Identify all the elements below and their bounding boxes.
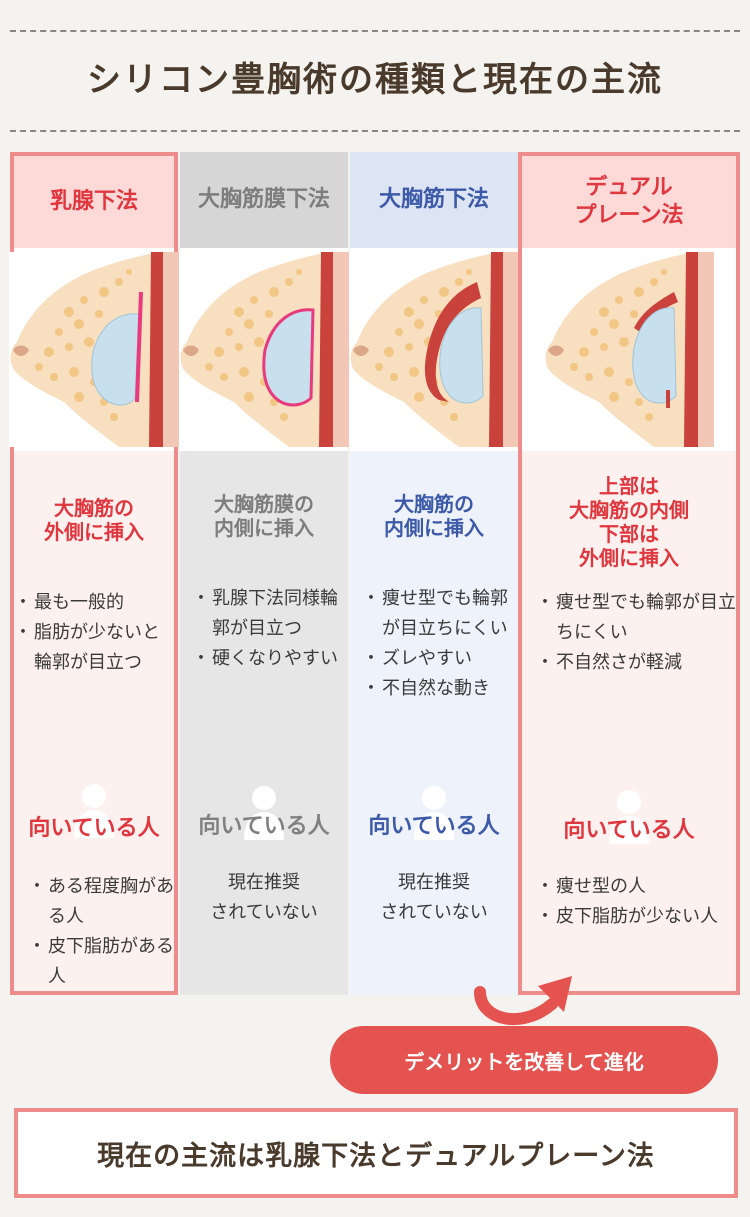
column-header: 大胸筋下法 bbox=[350, 152, 518, 248]
points-list: 乳腺下法同様輪郭が目立つ 硬くなりやすい bbox=[192, 584, 346, 674]
breast-illustration bbox=[522, 248, 736, 451]
points-list: 最も一般的 脂肪が少ないと輪郭が目立つ bbox=[14, 588, 174, 678]
placement-line: 外側に挿入 bbox=[579, 546, 679, 570]
breast-cross-section-icon bbox=[179, 252, 349, 447]
text-line: 現在推奨 bbox=[398, 872, 470, 893]
person-icon bbox=[609, 790, 649, 844]
person-icon bbox=[244, 786, 284, 840]
breast-cross-section-icon bbox=[544, 252, 714, 447]
column-mammary-gland-method: 乳腺下法 大胸筋の 外側に挿入 最も一般的 脂肪が少ないと輪郭が目立つ 向いてい… bbox=[10, 152, 178, 995]
column-header: デュアル プレーン法 bbox=[522, 156, 736, 248]
text-line: されていない bbox=[380, 902, 488, 923]
text-line: されていない bbox=[210, 902, 318, 923]
column-submuscular-method: 大胸筋下法 大胸筋の 内側に挿入 痩せ型でも輪郭が目立ちにくい ズレやすい 不自… bbox=[350, 152, 518, 995]
breast-illustration bbox=[14, 248, 174, 451]
column-header: 乳腺下法 bbox=[14, 156, 174, 248]
suitable-list: 痩せ型の人 皮下脂肪が少ない人 bbox=[536, 872, 726, 932]
list-item: 脂肪が少ないと輪郭が目立つ bbox=[14, 618, 174, 678]
list-item: 皮下脂肪がある人 bbox=[28, 932, 178, 992]
page-title: シリコン豊胸術の種類と現在の主流 bbox=[87, 60, 663, 100]
placement-line: 外側に挿入 bbox=[44, 520, 144, 544]
column-pectoral-fascia-method: 大胸筋膜下法 大胸筋膜の 内側に挿入 乳腺下法同様輪郭が目立つ 硬くなりやすい … bbox=[180, 152, 348, 995]
top-dashed-divider bbox=[10, 30, 740, 32]
suitable-label: 向いている人 bbox=[198, 814, 330, 839]
list-item: 不自然さが軽減 bbox=[536, 648, 736, 678]
placement-line: 内側に挿入 bbox=[214, 516, 314, 540]
placement-line: 下部は bbox=[599, 522, 659, 546]
points-list: 痩せ型でも輪郭が目立ちにくい 不自然さが軽減 bbox=[536, 588, 736, 678]
suitable-list: ある程度胸がある人 皮下脂肪がある人 bbox=[28, 872, 178, 992]
header-line: プレーン法 bbox=[574, 203, 684, 228]
improvement-badge: デメリットを改善して進化 bbox=[330, 1026, 718, 1094]
conclusion-box: 現在の主流は乳腺下法とデュアルプレーン法 bbox=[14, 1108, 738, 1198]
person-icon bbox=[414, 786, 454, 840]
not-recommended-text: 現在推奨 されていない bbox=[180, 868, 348, 928]
placement-line: 大胸筋の内側 bbox=[569, 498, 689, 522]
list-item: 最も一般的 bbox=[14, 588, 174, 618]
list-item: 痩せ型の人 bbox=[536, 872, 726, 902]
breast-cross-section-icon bbox=[349, 252, 519, 447]
list-item: 痩せ型でも輪郭が目立ちにくい bbox=[362, 584, 516, 644]
column-header: 大胸筋膜下法 bbox=[180, 152, 348, 248]
list-item: 乳腺下法同様輪郭が目立つ bbox=[192, 584, 346, 644]
placement-line: 内側に挿入 bbox=[384, 516, 484, 540]
breast-illustration bbox=[350, 248, 518, 451]
suitable-label: 向いている人 bbox=[28, 816, 160, 841]
person-icon bbox=[74, 784, 114, 838]
list-item: 硬くなりやすい bbox=[192, 644, 346, 674]
title-dashed-divider bbox=[10, 130, 740, 132]
list-item: ズレやすい bbox=[362, 644, 516, 674]
list-item: 痩せ型でも輪郭が目立ちにくい bbox=[536, 588, 736, 648]
placement-label: 大胸筋の 内側に挿入 bbox=[350, 492, 518, 540]
points-list: 痩せ型でも輪郭が目立ちにくい ズレやすい 不自然な動き bbox=[362, 584, 516, 704]
placement-line: 上部は bbox=[599, 474, 659, 498]
placement-line: 大胸筋の bbox=[394, 492, 474, 516]
list-item: ある程度胸がある人 bbox=[28, 872, 178, 932]
breast-illustration bbox=[180, 248, 348, 451]
text-line: 現在推奨 bbox=[228, 872, 300, 893]
list-item: 皮下脂肪が少ない人 bbox=[536, 902, 726, 932]
not-recommended-text: 現在推奨 されていない bbox=[350, 868, 518, 928]
placement-label: 大胸筋の 外側に挿入 bbox=[14, 496, 174, 544]
placement-label: 大胸筋膜の 内側に挿入 bbox=[180, 492, 348, 540]
suitable-label: 向いている人 bbox=[563, 818, 695, 843]
list-item: 不自然な動き bbox=[362, 674, 516, 704]
column-dual-plane-method: デュアル プレーン法 上部は 大胸筋の内側 下部は 外側に挿入 痩せ型でも輪郭が… bbox=[518, 152, 740, 995]
breast-cross-section-icon bbox=[9, 252, 179, 447]
placement-line: 大胸筋の bbox=[54, 496, 134, 520]
header-line: デュアル bbox=[585, 175, 673, 200]
curved-arrow-icon bbox=[474, 976, 572, 1025]
suitable-label: 向いている人 bbox=[368, 814, 500, 839]
placement-line: 大胸筋膜の bbox=[214, 492, 314, 516]
placement-label: 上部は 大胸筋の内側 下部は 外側に挿入 bbox=[522, 474, 736, 570]
